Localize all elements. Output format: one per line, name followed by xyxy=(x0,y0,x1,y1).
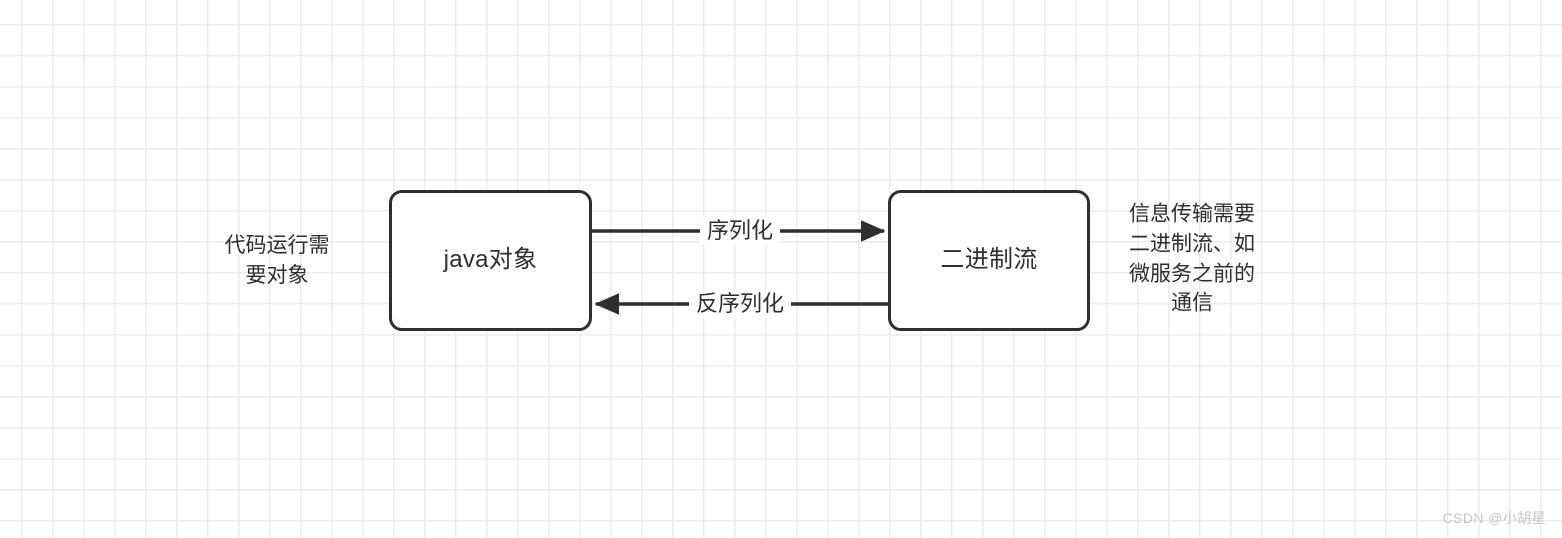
edge-label-serialize: 序列化 xyxy=(699,217,781,245)
annotation-left-note: 代码运行需 要对象 xyxy=(224,234,330,287)
watermark-csdn: CSDN @小胡星 xyxy=(1442,510,1546,526)
node-java-object[interactable]: java对象 xyxy=(389,190,592,331)
edge-label-deserialize: 反序列化 xyxy=(688,290,792,318)
annotation-right-note: 信息传输需要 二进制流、如 微服务之前的 通信 xyxy=(1129,202,1255,315)
node-binary-stream[interactable]: 二进制流 xyxy=(888,190,1090,331)
node-java-object-label: java对象 xyxy=(443,246,538,274)
node-binary-stream-label: 二进制流 xyxy=(940,246,1038,274)
